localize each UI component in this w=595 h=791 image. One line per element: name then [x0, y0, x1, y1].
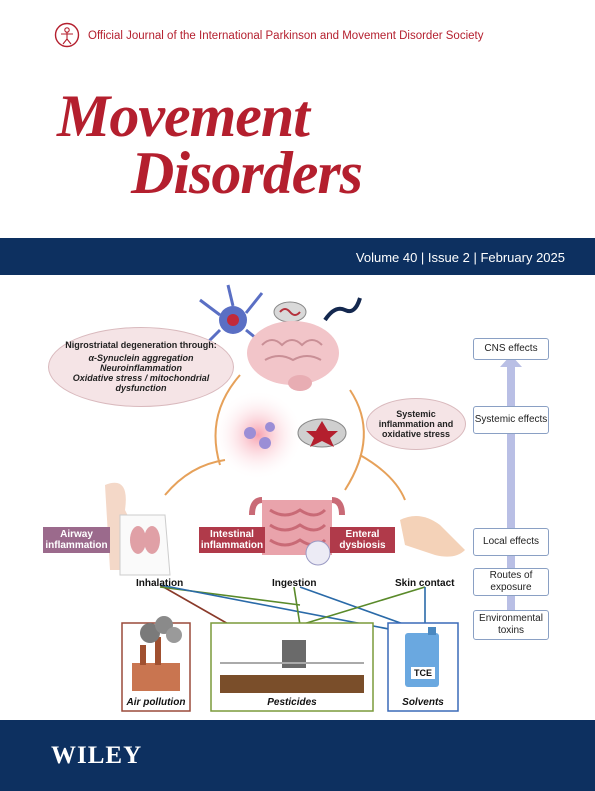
source-solvents: Solvents: [402, 697, 444, 708]
airway-label: Airway inflammation: [43, 527, 110, 553]
intestinal-label: Intestinal inflammation: [199, 527, 265, 553]
inflammation-glow: [213, 390, 303, 480]
journal-title-line1: Movement: [57, 83, 310, 149]
enteral-label: Enteral dysbiosis: [330, 527, 395, 553]
source-air-pollution: Air pollution: [126, 697, 186, 708]
footer-band: [0, 720, 595, 791]
route-inhalation: Inhalation: [136, 578, 184, 589]
volume-issue-date: Volume 40 | Issue 2 | February 2025: [355, 250, 565, 265]
person-lungs-icon: [105, 482, 171, 576]
tractor-field-icon: [220, 640, 364, 693]
nigro-item: Neuroinflammation: [99, 363, 182, 373]
level-routes-of-exposure: Routes of exposure: [473, 568, 549, 596]
neuron-icon: [199, 284, 264, 347]
society-logo-icon: [54, 22, 80, 48]
level-cns-effects: CNS effects: [473, 338, 549, 360]
level-environmental-toxins: Environmental toxins: [473, 610, 549, 640]
level-local-effects: Local effects: [473, 528, 549, 556]
source-pesticides: Pesticides: [267, 697, 317, 708]
publisher-logo: WILEY: [51, 742, 143, 769]
factory-icon: [132, 616, 182, 691]
tce-label: TCE: [411, 667, 435, 679]
nigrostriatal-bubble: Nigrostriatal degeneration through: α-Sy…: [48, 327, 234, 407]
level-arrow: [507, 365, 515, 615]
journal-title-line2: Disorders: [131, 140, 363, 206]
society-line: Official Journal of the International Pa…: [88, 30, 484, 42]
volume-band: [0, 238, 595, 275]
bacteria-icon: [305, 540, 331, 566]
mitochondria-icon: [273, 301, 307, 323]
mitochondria-icon-2: [297, 418, 347, 448]
brain-icon: [247, 321, 339, 391]
nigro-item: Oxidative stress / mitochondrial dysfunc…: [72, 373, 210, 393]
route-skin-contact: Skin contact: [395, 578, 455, 589]
hand-icon: [400, 516, 465, 557]
nigro-item: α-Synuclein aggregation: [88, 353, 194, 363]
level-systemic-effects: Systemic effects: [473, 406, 549, 434]
axon-icon: [323, 297, 362, 322]
nigro-title: Nigrostriatal degeneration through:: [65, 340, 217, 350]
pesticides-box: [210, 622, 374, 712]
route-ingestion: Ingestion: [272, 578, 317, 589]
systemic-bubble: Systemic inflammation and oxidative stre…: [366, 398, 466, 450]
